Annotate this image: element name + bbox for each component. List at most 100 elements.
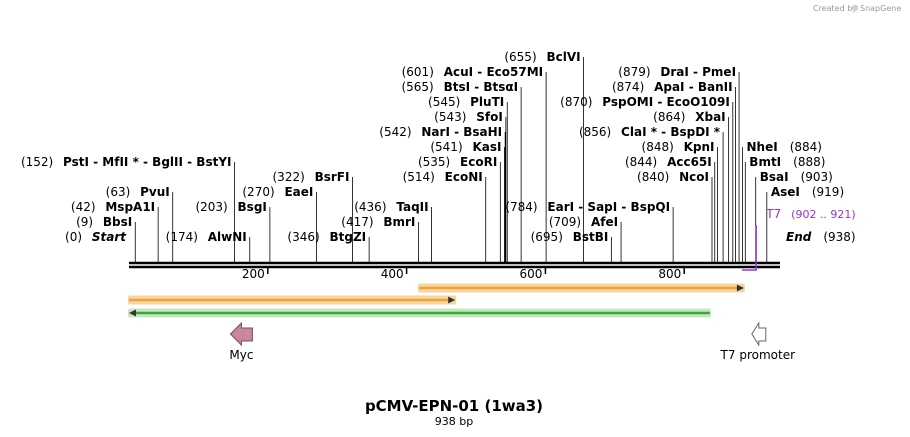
site-position: (436) (354, 200, 390, 214)
site-label: NheI(884) (747, 140, 822, 154)
site-label: (856) ClaI * - BspDI * (579, 125, 721, 139)
site-position: (322) (273, 170, 309, 184)
site-name: AseI (771, 185, 800, 199)
site-label: BsaI(903) (760, 170, 833, 184)
site-position: (270) (242, 185, 278, 199)
site-label: (655) BclVI (504, 50, 580, 64)
site-label: (565) BtsI - BtsαI (401, 80, 518, 94)
brand-text: SnapGene (860, 4, 901, 13)
site-label: (436) TaqII (354, 200, 428, 214)
site-bstbi: (695) BstBI (531, 230, 612, 262)
feature-green-reverse (128, 308, 711, 318)
site-name: XbaI (695, 110, 725, 124)
site-nhei: NheI(884) (742, 140, 822, 262)
site-position: (709) (549, 215, 585, 229)
site-position: (63) (106, 185, 134, 199)
site-mspa1i: (42) MspA1I (71, 200, 159, 262)
site-position: (848) (642, 140, 678, 154)
site-pvui: (63) PvuI (106, 185, 174, 262)
site-acc65i: (844) Acc65I (625, 155, 716, 262)
site-name: BtsI - BtsαI (444, 80, 519, 94)
site-name: BmrI (383, 215, 415, 229)
site-name: DraI - PmeI (660, 65, 736, 79)
site-name: KasI (472, 140, 501, 154)
site-kasi: (541) KasI (430, 140, 505, 262)
feature-arrowhead (129, 309, 136, 317)
site-label: (417) BmrI (341, 215, 415, 229)
site-label: (874) ApaI - BanII (612, 80, 733, 94)
site-label: AseI(919) (771, 185, 844, 199)
site-position: (695) (531, 230, 567, 244)
site-bbsi: (9) BbsI (76, 215, 136, 262)
site-label: (543) SfoI (434, 110, 503, 124)
site-eaei: (270) EaeI (242, 185, 317, 262)
site-name: EaeI (284, 185, 313, 199)
site-label: (0) Start (65, 230, 127, 244)
site-name: ClaI * - BspDI * (621, 125, 721, 139)
site-position: (543) (434, 110, 470, 124)
site-label: (840) NcoI (637, 170, 709, 184)
site-label: (535) EcoRI (418, 155, 497, 169)
site-name: BstBI (573, 230, 609, 244)
site-bsrfi: (322) BsrFI (273, 170, 353, 262)
site-label: (9) BbsI (76, 215, 132, 229)
site-label: (879) DraI - PmeI (618, 65, 736, 79)
site-btgzi: (346) BtgZI (287, 230, 370, 262)
site-name: BbsI (103, 215, 132, 229)
site-start: (0) Start (65, 230, 127, 244)
site-taqii: (436) TaqII (354, 200, 432, 262)
site-bmti: BmtI(888) (744, 155, 825, 262)
feature-arrowhead (448, 296, 456, 304)
features (128, 283, 745, 318)
site-name: Acc65I (667, 155, 712, 169)
site-name: MspA1I (105, 200, 155, 214)
snapgene-logo: SnapGene (851, 4, 901, 13)
site-name: ApaI - BanII (654, 80, 733, 94)
site-label: (848) KpnI (642, 140, 715, 154)
site-position: (856) (579, 125, 615, 139)
site-name: NheI (747, 140, 778, 154)
backbone (129, 261, 780, 269)
site-position: (565) (401, 80, 437, 94)
site-kpni: (848) KpnI (642, 140, 718, 262)
site-label: (709) AfeI (549, 215, 618, 229)
site-position: (844) (625, 155, 661, 169)
site-label: (601) AcuI - Eco57MI (402, 65, 544, 79)
site-position: (174) (166, 230, 202, 244)
feature-arrowhead (736, 284, 744, 292)
primer-t7[interactable]: T7(902 .. 921) (742, 207, 856, 271)
site-position: (864) (653, 110, 689, 124)
site-xbai: (864) XbaI (653, 110, 730, 262)
site-label: (514) EcoNI (403, 170, 483, 184)
site-name: TaqII (396, 200, 428, 214)
site-bsgi: (203) BsgI (195, 200, 271, 262)
site-name: SfoI (476, 110, 503, 124)
site-pluti: (545) PluTI (428, 95, 508, 262)
site-label: (844) Acc65I (625, 155, 712, 169)
site-label: (203) BsgI (195, 200, 266, 214)
site-position: (9) (76, 215, 97, 229)
site-position: (417) (341, 215, 377, 229)
ruler-tick-label: 200 (242, 267, 265, 281)
site-label: (346) BtgZI (287, 230, 366, 244)
site-label: (541) KasI (430, 140, 501, 154)
site-asei: AseI(919) (766, 185, 844, 262)
feature-orange-forward-1 (128, 295, 457, 305)
site-alwni: (174) AlwNI (166, 230, 251, 262)
site-name: BmtI (749, 155, 781, 169)
site-clai: (856) ClaI * - BspDI * (579, 125, 724, 262)
marker-arrow (229, 321, 253, 347)
site-sfoi: (543) SfoI (434, 110, 507, 262)
site-name: NarI - BsaHI (421, 125, 502, 139)
site-position: (514) (403, 170, 439, 184)
site-name: AlwNI (208, 230, 247, 244)
site-name: BclVI (546, 50, 580, 64)
site-label: (322) BsrFI (273, 170, 350, 184)
site-drai: (879) DraI - PmeI (618, 65, 740, 262)
site-name: PspOMI - EcoO109I (602, 95, 730, 109)
site-name: Start (92, 230, 127, 244)
